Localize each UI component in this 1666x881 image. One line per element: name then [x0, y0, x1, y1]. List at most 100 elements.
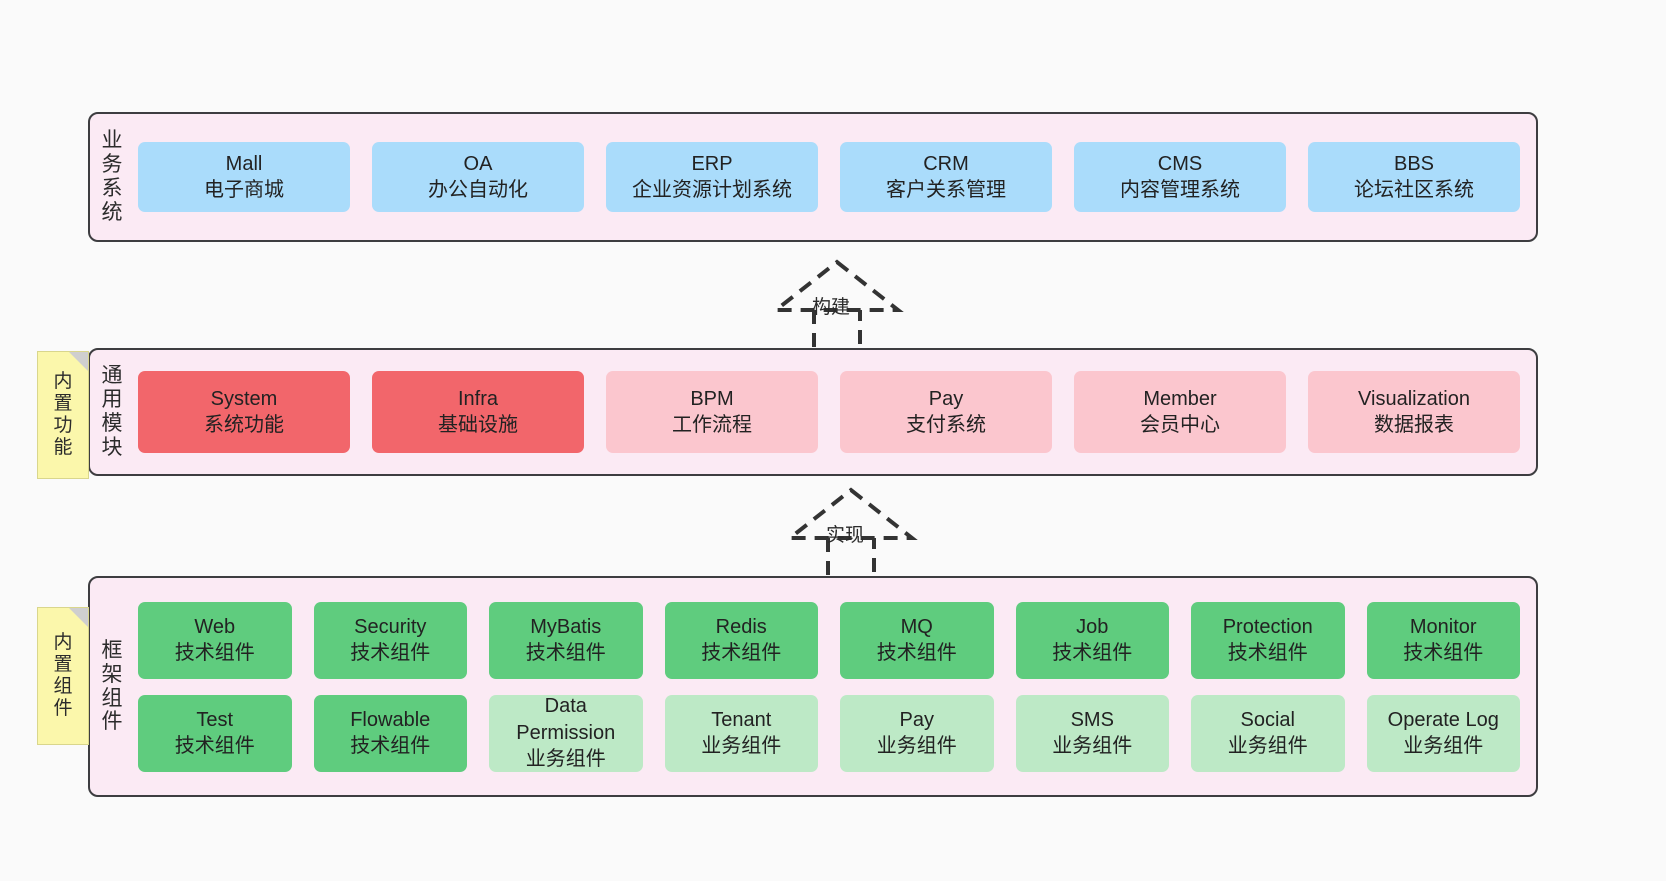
- card-subtitle: 业务组件: [1052, 735, 1133, 757]
- card-subtitle: 电子商城: [204, 179, 284, 201]
- label-char: 系: [101, 177, 123, 200]
- card-subtitle: 工作流程: [672, 414, 752, 436]
- card-security[interactable]: Security 技术组件: [313, 601, 467, 679]
- card-title: Security: [354, 615, 427, 638]
- card-erp[interactable]: ERP 企业资源计划系统: [606, 142, 818, 212]
- card-subtitle: 技术组件: [1227, 642, 1308, 664]
- note-fold-corner-icon: [69, 608, 88, 627]
- card-pay-business[interactable]: Pay 业务组件: [840, 694, 994, 772]
- label-char: 件: [101, 710, 123, 734]
- card-subtitle: 支付系统: [906, 414, 986, 436]
- layer-framework-components: 框 架 组 件 Web 技术组件 Security 技术组件 MyBatis 技…: [88, 576, 1538, 797]
- card-social[interactable]: Social 业务组件: [1191, 694, 1345, 772]
- card-title: CRM: [923, 152, 969, 175]
- card-subtitle: 客户关系管理: [886, 179, 1006, 201]
- card-subtitle: 企业资源计划系统: [632, 179, 792, 201]
- card-title: Infra: [457, 387, 499, 410]
- card-flowable[interactable]: Flowable 技术组件: [313, 694, 467, 772]
- card-member[interactable]: Member 会员中心: [1074, 371, 1286, 453]
- layer-framework-components-body: Web 技术组件 Security 技术组件 MyBatis 技术组件 Redi…: [134, 578, 1536, 795]
- card-title: Monitor: [1409, 615, 1477, 638]
- card-oa[interactable]: OA 办公自动化: [372, 142, 584, 212]
- card-title: Pay: [899, 708, 934, 731]
- card-title: Social: [1240, 708, 1295, 731]
- card-subtitle: 技术组件: [1403, 642, 1484, 664]
- layer-business-system-label: 业 务 系 统: [90, 114, 134, 240]
- card-mq[interactable]: MQ 技术组件: [840, 601, 994, 679]
- card-mybatis[interactable]: MyBatis 技术组件: [489, 601, 643, 679]
- card-operate-log[interactable]: Operate Log 业务组件: [1366, 694, 1520, 772]
- label-char: 模: [101, 412, 123, 435]
- card-monitor[interactable]: Monitor 技术组件: [1366, 601, 1520, 679]
- card-tenant[interactable]: Tenant 业务组件: [664, 694, 818, 772]
- generalization-arrow-implement: 实现: [776, 486, 926, 582]
- card-title: Redis: [715, 615, 767, 638]
- card-title: Visualization: [1358, 387, 1470, 410]
- note-char: 内: [53, 370, 73, 392]
- card-title: MQ: [900, 615, 933, 638]
- card-subtitle: 基础设施: [438, 414, 518, 436]
- card-cms[interactable]: CMS 内容管理系统: [1074, 142, 1286, 212]
- label-char: 务: [101, 153, 123, 177]
- card-subtitle: 技术组件: [525, 642, 606, 664]
- card-subtitle: 技术组件: [174, 642, 255, 664]
- note-char: 功: [53, 415, 73, 436]
- note-fold-corner-icon: [69, 352, 88, 371]
- card-subtitle: 技术组件: [350, 642, 431, 664]
- card-bbs[interactable]: BBS 论坛社区系统: [1308, 142, 1520, 212]
- card-subtitle: 内容管理系统: [1120, 179, 1240, 201]
- card-title: Pay: [928, 387, 964, 410]
- card-crm[interactable]: CRM 客户关系管理: [840, 142, 1052, 212]
- note-builtin-component: 内 置 组 件: [37, 607, 89, 745]
- card-mall[interactable]: Mall 电子商城: [138, 142, 350, 212]
- card-web[interactable]: Web 技术组件: [138, 601, 292, 679]
- label-char: 块: [101, 435, 123, 459]
- note-char: 置: [53, 392, 73, 414]
- label-char: 通: [101, 364, 123, 388]
- card-title: SMS: [1070, 708, 1114, 731]
- card-title: Protection: [1222, 615, 1313, 638]
- note-builtin-function: 内 置 功 能: [37, 351, 89, 479]
- card-title: Operate Log: [1387, 708, 1499, 731]
- note-char: 内: [53, 631, 73, 653]
- card-title: Job: [1076, 615, 1109, 638]
- card-pay[interactable]: Pay 支付系统: [840, 371, 1052, 453]
- card-subtitle: 论坛社区系统: [1354, 179, 1474, 201]
- card-title: Mall: [225, 152, 263, 175]
- layer-row: Web 技术组件 Security 技术组件 MyBatis 技术组件 Redi…: [138, 601, 1520, 679]
- card-subtitle: 业务组件: [1227, 735, 1308, 757]
- note-char: 置: [53, 653, 73, 675]
- note-char: 能: [53, 437, 73, 459]
- card-subtitle: 业务组件: [1403, 735, 1484, 757]
- card-title: Data Permission: [516, 695, 616, 744]
- card-title: CMS: [1157, 152, 1203, 175]
- card-title: Flowable: [350, 708, 431, 731]
- card-subtitle: 技术组件: [876, 642, 957, 664]
- layer-row: System 系统功能 Infra 基础设施 BPM 工作流程 Pay 支付系统…: [138, 371, 1520, 453]
- card-data-permission[interactable]: Data Permission 业务组件: [489, 694, 643, 772]
- card-redis[interactable]: Redis 技术组件: [664, 601, 818, 679]
- card-bpm[interactable]: BPM 工作流程: [606, 371, 818, 453]
- card-title: Tenant: [711, 708, 772, 731]
- card-infra[interactable]: Infra 基础设施: [372, 371, 584, 453]
- card-visualization[interactable]: Visualization 数据报表: [1308, 371, 1520, 453]
- card-subtitle: 会员中心: [1140, 414, 1220, 436]
- label-char: 架: [101, 662, 123, 686]
- card-title: BBS: [1393, 152, 1435, 175]
- card-subtitle: 技术组件: [350, 735, 431, 757]
- card-subtitle: 业务组件: [876, 735, 957, 757]
- card-protection[interactable]: Protection 技术组件: [1191, 601, 1345, 679]
- label-char: 用: [101, 388, 123, 412]
- layer-business-system-body: Mall 电子商城 OA 办公自动化 ERP 企业资源计划系统 CRM 客户关系…: [134, 114, 1536, 240]
- card-subtitle: 数据报表: [1374, 414, 1454, 436]
- card-system[interactable]: System 系统功能: [138, 371, 350, 453]
- card-title: OA: [463, 152, 493, 175]
- card-test[interactable]: Test 技术组件: [138, 694, 292, 772]
- generalization-arrow-build: 构建: [762, 258, 912, 354]
- label-char: 组: [101, 686, 123, 710]
- card-subtitle: 技术组件: [1052, 642, 1133, 664]
- label-char: 统: [101, 200, 123, 224]
- card-job[interactable]: Job 技术组件: [1015, 601, 1169, 679]
- note-char: 组: [53, 676, 73, 697]
- card-sms[interactable]: SMS 业务组件: [1015, 694, 1169, 772]
